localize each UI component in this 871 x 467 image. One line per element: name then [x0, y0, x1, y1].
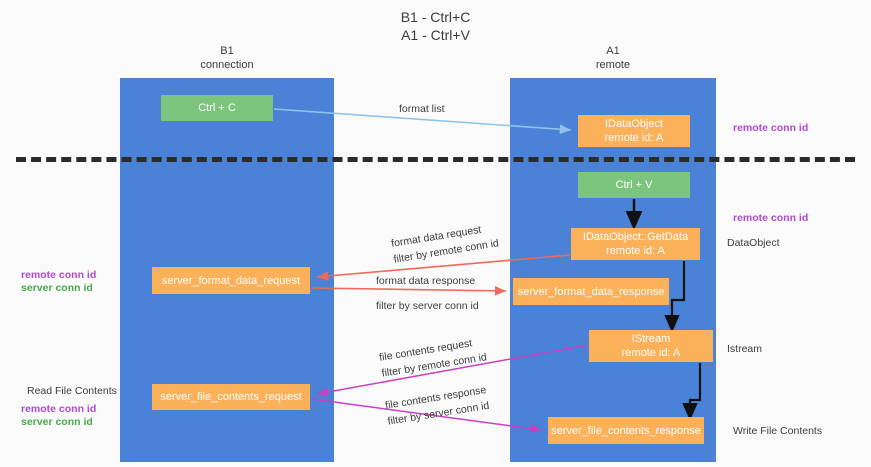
- page-title-line-1: B1 - Ctrl+C: [400, 9, 471, 25]
- node-ctrl-v-label: Ctrl + V: [615, 179, 653, 191]
- node-server-format-data-request[interactable]: server_format_data_request: [152, 267, 310, 294]
- node-istream-line1: IStream: [631, 333, 671, 345]
- node-server-file-contents-request[interactable]: server_file_contents_request: [152, 384, 310, 410]
- annotation-read-file-contents: Read File Contents: [27, 385, 117, 397]
- edge-label-file-contents-request: file contents request filter by remote c…: [378, 333, 488, 381]
- node-idataobject-line1: IDataObject: [604, 118, 664, 130]
- edge-label-file-contents-response: file contents response filter by server …: [384, 382, 490, 430]
- swimlane-a1-name: A1: [606, 45, 620, 57]
- annotation-left-server-conn-id-a: server conn id: [21, 282, 93, 294]
- node-server-file-contents-request-label: server_file_contents_request: [160, 391, 302, 403]
- node-server-format-data-request-label: server_format_data_request: [161, 274, 301, 287]
- swimlane-b1-role: connection: [200, 59, 254, 71]
- swimlane-a1-role: remote: [595, 59, 631, 71]
- filter-prefix: filter by: [380, 362, 420, 380]
- node-server-format-data-response-label: server_format_data_response: [517, 285, 665, 298]
- annotation-istream: Istream: [727, 343, 763, 355]
- filter-prefix: filter by: [392, 248, 432, 266]
- node-ctrl-v[interactable]: Ctrl + V: [578, 172, 690, 198]
- annotation-write-file-contents: Write File Contents: [733, 425, 823, 437]
- annotation-left-remote-conn-id-a: remote conn id: [21, 269, 97, 281]
- node-istream-line2: remote id: A: [621, 347, 681, 359]
- page-title-line-2: A1 - Ctrl+V: [401, 27, 470, 43]
- swimlane-header-a1: A1 remote: [510, 44, 716, 72]
- filter-prefix: filter by: [376, 300, 413, 312]
- edge-label-format-data-response-filter: filter by server conn id: [376, 298, 479, 314]
- edge-label-format-list: format list: [399, 103, 445, 115]
- annotation-left-remote-conn-id-b: remote conn id: [21, 403, 97, 415]
- node-server-file-contents-response-label: server_file_contents_response: [551, 424, 701, 437]
- node-getdata-line1: IDataObject::GetData: [582, 231, 689, 243]
- swimlane-header-b1: B1 connection: [120, 44, 334, 72]
- edge-label-format-data-response-line1: format data response: [376, 275, 476, 287]
- annotation-left-server-conn-id-b: server conn id: [21, 416, 93, 428]
- annotation-remote-conn-id-top: remote conn id: [733, 122, 809, 134]
- node-server-format-data-response[interactable]: server_format_data_response: [513, 278, 669, 305]
- annotation-dataobject: DataObject: [727, 237, 780, 249]
- node-idataobject[interactable]: IDataObject remote id: A: [578, 115, 690, 147]
- edge-label-format-data-request: format data request filter by remote con…: [390, 219, 500, 267]
- annotation-remote-conn-id-mid: remote conn id: [733, 212, 809, 224]
- edge-label-format-data-response: format data response filter by server co…: [376, 273, 479, 314]
- node-ctrl-c-label: Ctrl + C: [198, 102, 236, 114]
- node-ctrl-c[interactable]: Ctrl + C: [161, 95, 273, 121]
- swimlane-b1-name: B1: [220, 45, 234, 57]
- node-istream[interactable]: IStream remote id: A: [589, 330, 713, 362]
- node-getdata-line2: remote id: A: [606, 245, 665, 257]
- filter-prefix: filter by: [386, 410, 426, 428]
- phase-divider: [16, 157, 855, 162]
- node-idataobject-getdata[interactable]: IDataObject::GetData remote id: A: [571, 228, 700, 260]
- filter-key-server-conn-id: server conn id: [412, 300, 479, 312]
- node-server-file-contents-response[interactable]: server_file_contents_response: [548, 417, 704, 444]
- node-idataobject-line2: remote id: A: [604, 132, 664, 144]
